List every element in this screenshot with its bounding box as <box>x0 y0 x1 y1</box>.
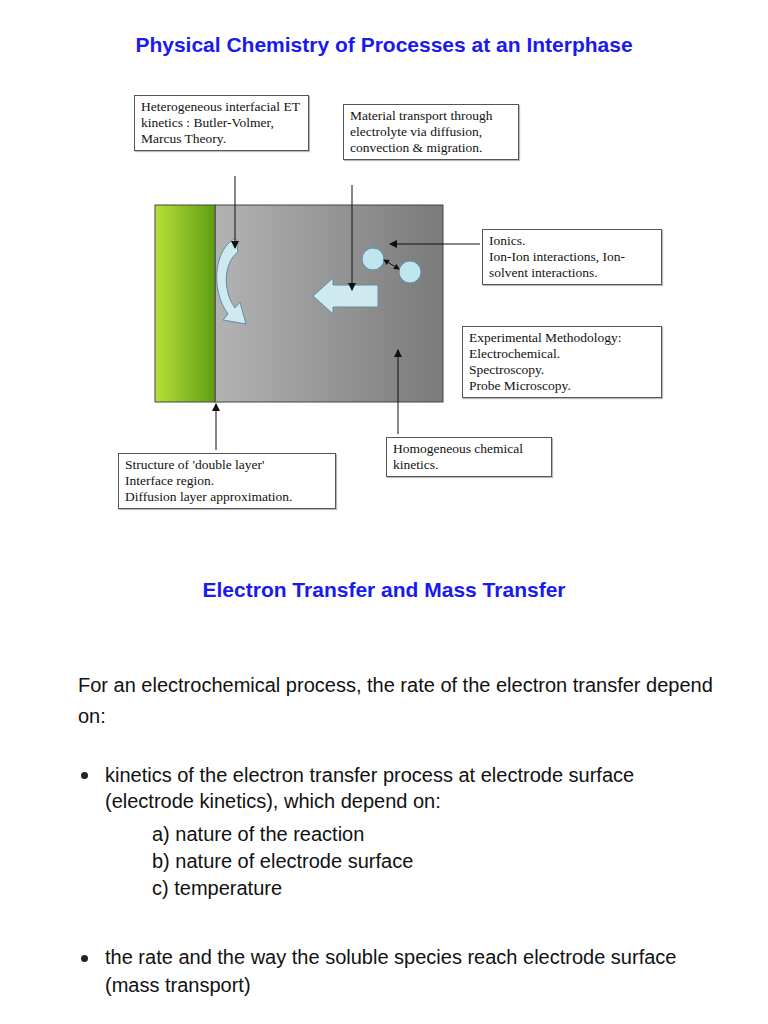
callout-text: Electrochemical. <box>469 346 655 362</box>
callout-text: Spectroscopy. <box>469 362 655 378</box>
callout-box: Homogeneous chemical kinetics. <box>386 437 552 477</box>
bullet-text: the rate and the way the soluble species… <box>105 943 705 999</box>
leader-line <box>352 185 353 290</box>
callout-text: Probe Microscopy. <box>469 378 655 394</box>
sub-item: c) temperature <box>152 875 672 901</box>
bullet-dot <box>81 772 88 779</box>
callout-text: Ionics. <box>489 233 655 249</box>
bullet-text: kinetics of the electron transfer proces… <box>105 762 705 814</box>
callout-box: Material transport through electrolyte v… <box>343 104 519 160</box>
transport-arrow <box>313 278 378 314</box>
page-title: Physical Chemistry of Processes at an In… <box>0 33 768 57</box>
callout-text: Diffusion layer approximation. <box>125 489 329 505</box>
callout-text: Material transport through electrolyte v… <box>350 108 512 156</box>
callout-box: Structure of 'double layer'Interface reg… <box>118 453 336 509</box>
leader-line <box>398 350 399 434</box>
callout-box: Ionics.Ion-Ion interactions, Ion-solvent… <box>482 229 662 285</box>
leader-line <box>390 244 480 245</box>
ion <box>399 261 421 283</box>
bullet-dot <box>81 955 88 962</box>
leader-line <box>235 176 236 248</box>
electron-transfer-arrow <box>217 238 246 324</box>
callout-text: Homogeneous chemical kinetics. <box>393 441 545 473</box>
callout-text: Ion-Ion interactions, Ion-solvent intera… <box>489 249 655 281</box>
callout-box: Heterogeneous interfacial ET kinetics : … <box>134 95 309 151</box>
callout-text: Experimental Methodology: <box>469 330 655 346</box>
callout-text: Structure of 'double layer' <box>125 457 329 473</box>
section-heading: Electron Transfer and Mass Transfer <box>0 578 768 602</box>
callout-box: Experimental Methodology:Electrochemical… <box>462 326 662 398</box>
callout-text: Interface region. <box>125 473 329 489</box>
sub-item: a) nature of the reaction <box>152 821 672 847</box>
leader-line <box>216 404 217 450</box>
sub-item: b) nature of electrode surface <box>152 848 672 874</box>
ion <box>362 248 384 270</box>
electrode <box>155 205 215 402</box>
callout-text: Heterogeneous interfacial ET kinetics : … <box>141 99 302 147</box>
electrolyte <box>215 205 443 402</box>
ion-interaction <box>384 260 399 269</box>
body-text: For an electrochemical process, the rate… <box>78 670 718 732</box>
